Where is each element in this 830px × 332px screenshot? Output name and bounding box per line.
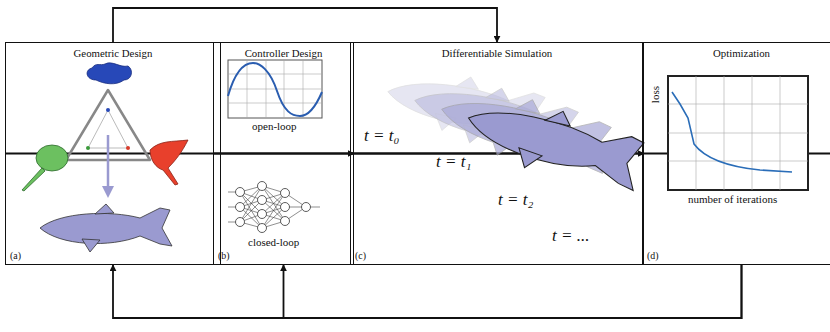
panel-letter: (a) [6,250,220,261]
flow-arrow [284,265,742,318]
axis-label: loss [649,86,661,103]
panel-box: Differentiable Simulation (c) [350,42,644,265]
panel-box: Geometric Design (a) [5,42,221,265]
time-label: t = t₂ [498,190,533,210]
panel-title: Geometric Design [6,47,220,59]
panel-box: Controller Design (b) [213,42,354,265]
flow-arrow [113,265,742,318]
panel-letter: (d) [643,250,830,261]
axis-label: number of iterations [688,193,777,205]
panel-title: Optimization [643,47,830,59]
panel-letter: (c) [351,250,643,261]
axis-label: closed-loop [248,236,299,248]
panel-title: Controller Design [214,47,353,59]
axis-label: open-loop [252,120,297,132]
time-label: t = ... [552,226,589,246]
panel-box: Optimization (d) [642,42,830,265]
panel-title: Differentiable Simulation [351,47,643,59]
time-label: t = t₀ [364,126,399,146]
time-label: t = t₁ [436,152,471,172]
panel-letter: (b) [214,250,353,261]
flow-arrow [113,8,497,42]
